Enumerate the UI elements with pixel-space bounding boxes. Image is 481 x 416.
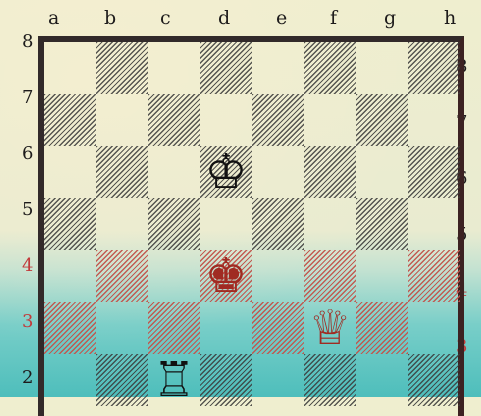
rank-label-left-4: 4: [22, 256, 33, 275]
square-f4: [304, 250, 356, 302]
white-queen-icon: ♕: [304, 302, 356, 354]
square-h6: [408, 146, 460, 198]
square-d7: [200, 94, 252, 146]
file-label-g: g: [384, 9, 396, 28]
square-d5: [200, 198, 252, 250]
square-g4: [356, 250, 408, 302]
square-e6: [252, 146, 304, 198]
rank-label-left-6: 6: [22, 144, 33, 163]
square-c6: [148, 146, 200, 198]
square-d8: [200, 42, 252, 94]
square-b4: [96, 250, 148, 302]
square-a6: [44, 146, 96, 198]
square-g7: [356, 94, 408, 146]
square-b3: [96, 302, 148, 354]
square-b6: [96, 146, 148, 198]
rank-label-left-3: 3: [22, 312, 33, 331]
square-a2: [44, 354, 96, 406]
file-label-d: d: [218, 9, 230, 28]
square-f8: [304, 42, 356, 94]
square-a8: [44, 42, 96, 94]
file-label-e: e: [276, 9, 287, 28]
square-f5: [304, 198, 356, 250]
square-b8: [96, 42, 148, 94]
rank-label-left-5: 5: [22, 200, 33, 219]
square-b2: [96, 354, 148, 406]
square-e3: [252, 302, 304, 354]
square-e5: [252, 198, 304, 250]
square-b5: [96, 198, 148, 250]
rank-label-left-8: 8: [22, 32, 33, 51]
file-label-h: h: [444, 9, 456, 28]
square-f7: [304, 94, 356, 146]
file-label-f: f: [330, 9, 337, 28]
rank-label-left-7: 7: [22, 88, 33, 107]
file-label-c: c: [160, 9, 171, 28]
square-g2: [356, 354, 408, 406]
black-king-icon: ♚: [200, 250, 252, 302]
square-h2: [408, 354, 460, 406]
file-label-a: a: [48, 9, 59, 28]
square-a3: [44, 302, 96, 354]
square-h4: [408, 250, 460, 302]
square-g5: [356, 198, 408, 250]
square-h8: [408, 42, 460, 94]
square-e4: [252, 250, 304, 302]
file-label-b: b: [104, 9, 116, 28]
square-g3: [356, 302, 408, 354]
square-e7: [252, 94, 304, 146]
square-a7: [44, 94, 96, 146]
white-king-icon: ♔: [200, 146, 252, 198]
square-f6: [304, 146, 356, 198]
rank-label-left-2: 2: [22, 368, 33, 387]
square-b7: [96, 94, 148, 146]
square-c5: [148, 198, 200, 250]
square-g8: [356, 42, 408, 94]
square-d2: [200, 354, 252, 406]
square-c8: [148, 42, 200, 94]
square-c3: [148, 302, 200, 354]
square-e2: [252, 354, 304, 406]
white-rook-icon: ♖: [148, 354, 200, 406]
square-a4: [44, 250, 96, 302]
square-c7: [148, 94, 200, 146]
square-c4: [148, 250, 200, 302]
square-a5: [44, 198, 96, 250]
square-f2: [304, 354, 356, 406]
square-h3: [408, 302, 460, 354]
square-d3: [200, 302, 252, 354]
square-h7: [408, 94, 460, 146]
square-e8: [252, 42, 304, 94]
square-g6: [356, 146, 408, 198]
square-h5: [408, 198, 460, 250]
